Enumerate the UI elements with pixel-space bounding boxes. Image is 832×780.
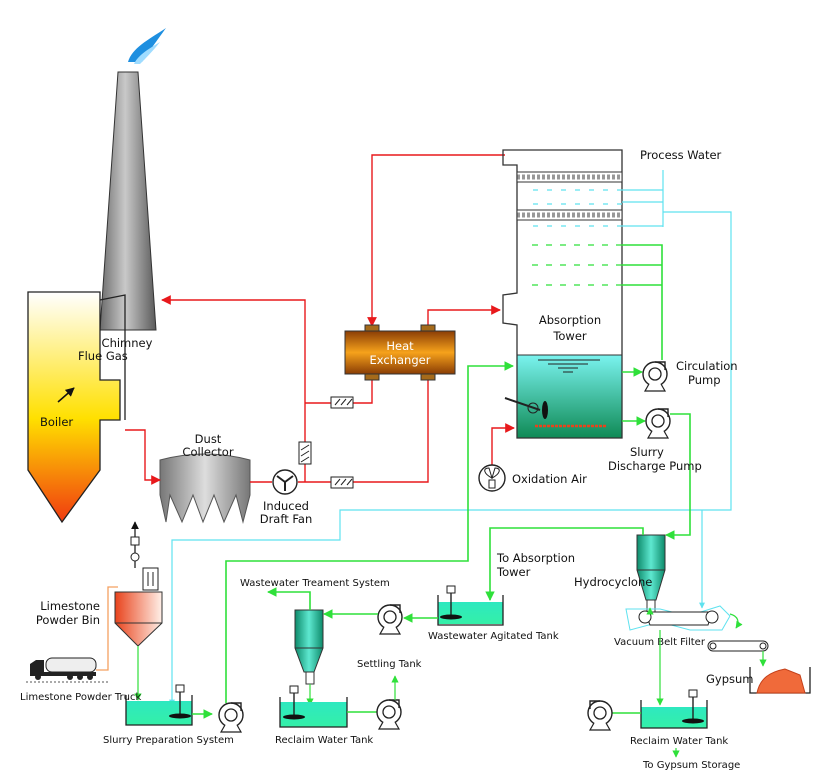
heat-exchanger-label-1: Heat [386,339,414,353]
oxidation-air-label: Oxidation Air [512,472,587,486]
to-gypsum-storage-label: To Gypsum Storage [642,760,740,771]
slurry-discharge-pump-icon [645,408,671,439]
absorption-tower [502,149,623,439]
wastewater-treatment-system-label: Wastewater Treament System [240,578,390,589]
oxidation-air-blower-icon [478,464,506,492]
wastewater-agitated-tank [437,585,504,626]
dust-collector-label-1: Dust [195,432,222,446]
limestone-powder-bin-label-2: Powder Bin [36,613,100,627]
slurry-preparation-system-label: Slurry Preparation System [103,735,234,746]
slurry-discharge-pump-label-1: Slurry [630,445,664,459]
chimney-label: Chimney [102,336,153,350]
hydrocyclone-label: Hydrocyclone [574,575,652,589]
reclaim-water-tank-left [279,685,348,728]
reclaim-pump-icon [376,699,402,730]
induced-draft-fan-label-1: Induced [263,499,309,513]
reclaim-pump-right-icon [587,700,613,731]
heat-exchanger-label-2: Exchanger [370,353,431,367]
slurry-preparation-tank [125,684,193,726]
damper-icon [330,476,354,489]
flue-gas-arrow-icon [57,387,75,403]
limestone-powder-bin-label-1: Limestone [40,599,100,613]
boiler-label: Boiler [40,415,73,429]
wastewater-pump-icon [377,604,403,635]
wastewater-agitated-tank-label: Wastewater Agitated Tank [428,631,559,642]
damper-icon [330,396,354,409]
reclaim-water-tank-left-label: Reclaim Water Tank [275,735,373,746]
wastewater-cyclone [294,609,324,685]
process-water-label: Process Water [640,148,722,162]
induced-draft-fan-icon [272,469,298,495]
absorption-tower-label-1: Absorption [539,313,601,327]
heat-exchanger [344,324,456,381]
to-absorption-tower-label-1: To Absorption [496,551,575,565]
circulation-pump-label-1: Circulation [676,359,738,373]
vacuum-belt-filter [625,605,743,631]
to-absorption-tower-label-2: Tower [496,565,531,579]
flue-gas-label: Flue Gas [78,349,128,363]
dust-collector-label-2: Collector [182,445,233,459]
hydrocyclone [636,534,666,613]
chimney [99,28,166,331]
induced-draft-fan-label-2: Draft Fan [260,512,313,526]
circulation-pump-label-2: Pump [688,373,721,387]
circulation-pump-icon [642,361,668,392]
limestone-powder-truck-label: Limestone Powder Truck [20,692,142,703]
agitator-icon [504,397,548,419]
reclaim-water-tank-right-label: Reclaim Water Tank [630,736,728,747]
reclaim-water-tank-right [640,689,708,729]
conveyor [707,640,769,652]
damper-icon [298,441,312,465]
gypsum-pile [749,667,811,694]
gypsum-label: Gypsum [706,672,754,686]
dust-collector [159,453,251,524]
slurry-feed-pump-icon [218,702,244,733]
slurry-discharge-pump-label-2: Discharge Pump [608,459,702,473]
limestone-truck-icon [26,657,108,683]
smoke-flame-icon [128,28,166,62]
settling-tank-label: Settling Tank [357,659,422,670]
absorption-tower-label-2: Tower [552,329,587,343]
limestone-powder-bin [114,521,163,647]
boiler [27,291,126,524]
